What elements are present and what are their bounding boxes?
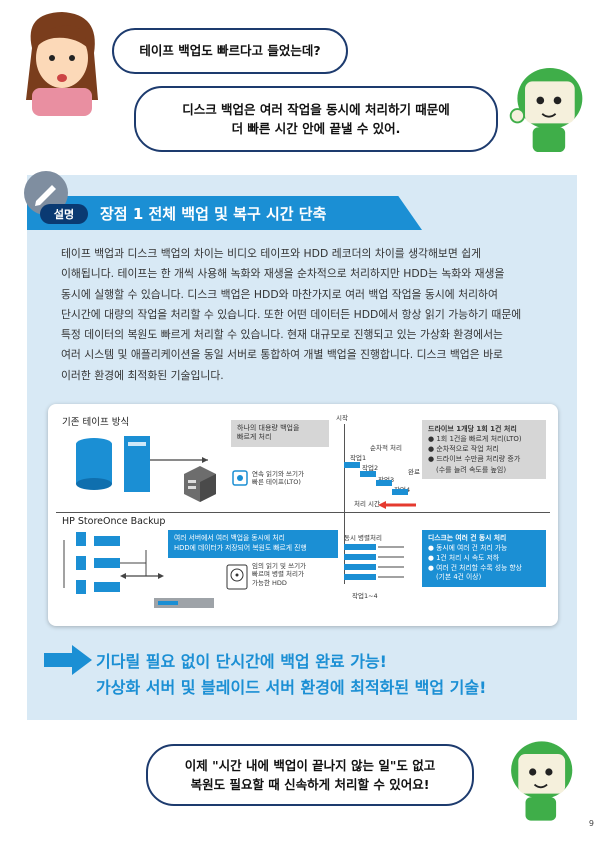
tape-drive-line1: 연속 읽기와 쓰기가 <box>252 470 304 478</box>
page-number: 9 <box>588 819 594 828</box>
highlight-line2: 가상화 서버 및 블레이드 서버 환경에 최적화된 백업 기술! <box>96 678 487 697</box>
hp-section-title: HP StoreOnce Backup <box>62 516 166 527</box>
section-divider <box>56 512 550 513</box>
speech-bubble-middle: 디스크 백업은 여러 작업을 동시에 처리하기 때문에 더 빠른 시간 안에 끝… <box>134 86 498 152</box>
disk-note-title: 디스크는 여러 건 동시 처리 <box>428 534 507 542</box>
tape-note-line2: 빠르게 처리 <box>237 433 272 442</box>
start-label: 시작 <box>336 414 348 422</box>
bubble-bottom-line2: 복원도 필요할 때 신속하게 처리할 수 있어요! <box>190 777 430 792</box>
tape-note-line1: 하나의 대용량 백업을 <box>237 424 300 432</box>
bubble-top-text: 테이프 백업도 빠르다고 들었는데? <box>139 43 321 59</box>
paragraph-line: 여러 시스템 및 애플리케이션을 동일 서버로 통합하여 개별 백업을 진행합니… <box>61 348 503 362</box>
mascot-character-top <box>509 67 583 153</box>
section-header-bar <box>27 196 422 230</box>
jobs-label: 작업1~4 <box>352 592 378 600</box>
paragraph-line: 동시에 실행할 수 있습니다. 디스크 백업은 HDD와 마찬가지로 여러 백업… <box>61 287 498 301</box>
bubble-middle-line2: 더 빠른 시간 안에 끝낼 수 있어. <box>231 121 401 136</box>
disk-bullet-2: ● 1건 처리 시 속도 저하 <box>428 553 500 562</box>
section-tag: 설명 <box>40 204 88 224</box>
drive-bullet-3b: (수를 늘려 속도를 높임) <box>436 465 507 474</box>
disk-bullet-3-text: 여러 건 처리할 수록 성능 향상 <box>436 563 522 572</box>
section-title: 장점 1 전체 백업 및 복구 시간 단축 <box>100 205 327 223</box>
tape-note-box: 하나의 대용량 백업을 빠르게 처리 <box>231 420 329 447</box>
bubble-bottom-line1: 이제 "시간 내에 백업이 끝나지 않는 일"도 없고 <box>184 757 436 773</box>
disk-note-box: 디스크는 여러 건 동시 처리 ● 동시에 여러 건 처리 가능 ● 1건 처리… <box>422 530 546 588</box>
drive-bullet-1: ● 1회 1건을 빠르게 처리(LTO) <box>428 435 522 444</box>
hp-note-line2: HDD에 데이터가 저장되어 복원도 빠르게 진행 <box>174 543 307 552</box>
hp-note-box: 여러 서버에서 여러 백업을 동시에 처리 HDD에 데이터가 저장되어 복원도… <box>168 530 338 558</box>
hdd-note: 임의 읽기 및 쓰기가 빠르며 병렬 처리가 가능한 HDD <box>252 562 306 587</box>
tape-section-title: 기존 테이프 방식 <box>62 417 130 428</box>
paragraph-line: 이해됩니다. 테이프는 한 개씩 사용해 녹화와 재생을 순차적으로 처리하지만… <box>61 267 505 281</box>
drive-bullet-1-text: 1회 1건을 빠르게 처리(LTO) <box>436 435 522 444</box>
paragraph-line: 이러한 환경에 최적화된 기술입니다. <box>61 368 224 382</box>
disk-bullet-3b: (기본 4건 이상) <box>436 573 482 582</box>
body-paragraph: 테이프 백업과 디스크 백업의 차이는 비디오 테이프와 HDD 레코더의 차이… <box>61 244 541 386</box>
job1-label: 작업1 <box>350 454 367 462</box>
hdd-note-line3: 가능한 HDD <box>252 578 287 587</box>
disk-bullet-3: ● 여러 건 처리할 수록 성능 향상 <box>428 563 522 572</box>
tape-drive-note: 연속 읽기와 쓰기가 빠른 테이프(LTO) <box>252 470 304 487</box>
proc-time-arrow <box>378 501 416 509</box>
speech-bubble-top: 테이프 백업도 빠르다고 들었는데? <box>112 28 348 74</box>
tape-library-icon <box>184 466 216 502</box>
job2-label: 작업2 <box>362 464 379 472</box>
hp-servers-illustration <box>63 532 214 608</box>
drive-bullet-3-text: 드라이브 수만큼 처리량 증가 <box>436 455 521 464</box>
hp-note-line1: 여러 서버에서 여러 백업을 동시에 처리 <box>174 534 285 542</box>
drive-bullet-2-text: 순차적으로 작업 처리 <box>436 445 499 454</box>
bubble-middle-line1: 디스크 백업은 여러 작업을 동시에 처리하기 때문에 <box>182 101 450 117</box>
arrow-right-icon <box>44 645 92 675</box>
speech-bubble-bottom: 이제 "시간 내에 백업이 끝나지 않는 일"도 없고 복원도 필요할 때 신속… <box>146 744 474 806</box>
drive-bullet-2: ● 순차적으로 작업 처리 <box>428 445 499 454</box>
proc-time-label: 처리 시간 <box>354 500 380 508</box>
drive-bullet-3: ● 드라이브 수만큼 처리량 증가 <box>428 455 521 464</box>
tape-cartridge-icon <box>232 470 248 486</box>
parallel-blocks <box>344 544 404 580</box>
hdd-note-line2: 빠르며 병렬 처리가 <box>252 570 304 579</box>
done-label: 완료 <box>408 468 420 476</box>
parallel-label: 동시 병렬처리 <box>344 534 382 542</box>
sequential-blocks <box>344 462 408 495</box>
sequential-label: 순차적 처리 <box>370 444 402 452</box>
tape-servers-illustration <box>76 436 208 492</box>
timeline-axis <box>344 424 345 584</box>
highlight-line1: 기다릴 필요 없이 단시간에 백업 완료 가능! <box>96 652 387 671</box>
drive-note-box: 드라이브 1개당 1회 1건 처리 ● 1회 1건을 빠르게 처리(LTO) ●… <box>422 420 546 479</box>
disk-bullet-1-text: 동시에 여러 건 처리 가능 <box>436 543 508 552</box>
hdd-note-line1: 임의 읽기 및 쓰기가 <box>252 562 307 570</box>
paragraph-line: 특정 데이터의 복원도 빠르게 처리할 수 있습니다. 현재 대규모로 진행되고… <box>61 328 503 342</box>
mascot-character-bottom <box>511 741 573 821</box>
tape-drive-line2: 빠른 테이프(LTO) <box>252 478 301 487</box>
woman-character <box>26 12 98 116</box>
paragraph-line: 테이프 백업과 디스크 백업의 차이는 비디오 테이프와 HDD 레코더의 차이… <box>61 247 482 260</box>
hdd-icon <box>226 564 248 590</box>
disk-bullet-2-text: 1건 처리 시 속도 저하 <box>436 553 500 562</box>
disk-bullet-1: ● 동시에 여러 건 처리 가능 <box>428 543 508 552</box>
drive-note-title: 드라이브 1개당 1회 1건 처리 <box>428 425 517 433</box>
backup-comparison-diagram: 기존 테이프 방식 하나의 대용량 백업을 빠르게 처리 연속 읽기와 쓰기가 … <box>48 404 558 626</box>
paragraph-line: 단시간에 대량의 작업을 처리할 수 있습니다. 또한 어떤 데이터든 HDD에… <box>61 307 522 321</box>
